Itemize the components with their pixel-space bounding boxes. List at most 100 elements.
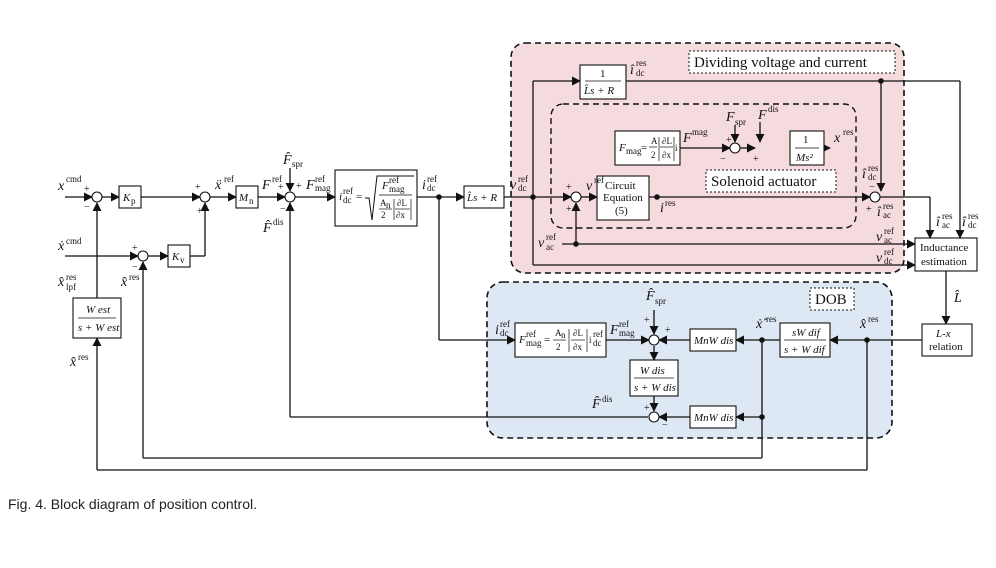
- svg-text:=: =: [356, 191, 362, 203]
- svg-text:ac: ac: [546, 242, 554, 252]
- svg-text:Circuit: Circuit: [605, 180, 636, 192]
- svg-text:res: res: [942, 211, 953, 221]
- svg-text:dc: dc: [968, 220, 977, 230]
- svg-text:−: −: [84, 202, 90, 213]
- pseudo-derivative-block: sW dif s + W dif: [779, 322, 831, 358]
- circuit-equation-block: Circuit Equation (5): [596, 175, 650, 221]
- summing-junctions: [91, 142, 881, 423]
- dividing-region-label: Dividing voltage and current: [694, 55, 868, 71]
- svg-text:v: v: [876, 230, 883, 245]
- svg-text:x̂: x̂: [120, 275, 128, 290]
- svg-text:dc: dc: [868, 172, 877, 182]
- svg-text:ẍ: ẍ: [214, 178, 222, 193]
- svg-text:Inductance: Inductance: [920, 242, 968, 254]
- svg-text:Ms²: Ms²: [795, 152, 813, 164]
- ls-r-label: L̂s + R: [466, 191, 497, 204]
- svg-text:i: i: [675, 143, 678, 153]
- mass-block: 1 Ms²: [789, 130, 825, 166]
- svg-text:F: F: [261, 178, 271, 193]
- svg-text:estimation: estimation: [921, 256, 967, 268]
- svg-text:F: F: [381, 180, 389, 192]
- svg-text:res: res: [843, 127, 854, 137]
- svg-text:ref: ref: [884, 247, 894, 257]
- svg-text:mag: mag: [626, 146, 642, 156]
- dividing-region: [510, 42, 905, 274]
- svg-text:dis: dis: [602, 394, 613, 404]
- svg-text:x̂: x̂: [69, 355, 77, 370]
- svg-text:W dis: W dis: [640, 365, 665, 377]
- svg-text:spr: spr: [292, 159, 303, 169]
- svg-text:n: n: [386, 200, 391, 210]
- svg-text:spr: spr: [735, 117, 746, 127]
- svg-text:ref: ref: [427, 174, 437, 184]
- svg-text:mag: mag: [315, 183, 331, 193]
- svg-text:+: +: [753, 154, 759, 165]
- svg-text:−: −: [869, 182, 875, 193]
- svg-text:L̂s + R: L̂s + R: [583, 84, 614, 97]
- svg-text:F̂: F̂: [591, 396, 601, 412]
- svg-text:=: =: [641, 142, 647, 154]
- svg-text:ref: ref: [343, 186, 353, 196]
- svg-text:î: î: [862, 167, 867, 182]
- svg-text:v: v: [586, 179, 593, 194]
- figure-caption: Fig. 4. Block diagram of position contro…: [8, 496, 257, 512]
- svg-text:i: i: [589, 335, 592, 345]
- svg-text:i: i: [660, 201, 664, 216]
- svg-text:(5): (5): [615, 205, 628, 217]
- svg-text:∂x: ∂x: [662, 150, 671, 160]
- dob-region-label: DOB: [815, 292, 847, 308]
- junction-dots: [436, 78, 884, 420]
- svg-text:+: +: [566, 204, 572, 215]
- svg-text:−: −: [662, 420, 668, 431]
- svg-text:−: −: [132, 262, 138, 273]
- svg-text:+: +: [644, 403, 650, 414]
- svg-text:F̂: F̂: [645, 288, 655, 304]
- svg-text:res: res: [665, 198, 676, 208]
- mnwdis-block-lower: MnW dis: [689, 405, 737, 429]
- svg-text:ref: ref: [272, 174, 282, 184]
- svg-text:î: î: [936, 215, 941, 230]
- svg-text:res: res: [66, 272, 77, 282]
- svg-text:x̂: x̂: [57, 275, 65, 290]
- svg-text:F: F: [305, 178, 315, 193]
- svg-text:res: res: [78, 352, 89, 362]
- svg-text:x: x: [57, 179, 65, 194]
- svg-text:dc: dc: [500, 328, 509, 338]
- svg-text:+: +: [296, 181, 302, 192]
- svg-text:∂L: ∂L: [397, 198, 407, 208]
- svg-text:cmd: cmd: [66, 236, 82, 246]
- svg-text:ref: ref: [526, 329, 536, 339]
- svg-text:i: i: [339, 191, 342, 203]
- svg-text:res: res: [868, 163, 879, 173]
- svg-text:F: F: [618, 142, 626, 154]
- svg-text:relation: relation: [929, 341, 963, 353]
- svg-text:+: +: [278, 182, 284, 193]
- svg-text:n: n: [561, 330, 566, 340]
- svg-text:−: −: [280, 204, 286, 215]
- svg-text:K: K: [122, 192, 131, 204]
- svg-text:ac: ac: [942, 220, 950, 230]
- svg-text:î: î: [630, 63, 635, 78]
- svg-text:dc: dc: [343, 195, 352, 205]
- svg-text:p: p: [131, 196, 136, 206]
- svg-text:F: F: [725, 110, 735, 125]
- svg-text:ac: ac: [884, 235, 892, 245]
- svg-text:dis: dis: [273, 217, 284, 227]
- svg-text:∂x: ∂x: [573, 342, 582, 352]
- svg-text:F: F: [682, 131, 692, 146]
- svg-text:ref: ref: [500, 319, 510, 329]
- svg-text:ref: ref: [619, 319, 629, 329]
- svg-text:2: 2: [651, 150, 656, 160]
- svg-text:res: res: [968, 211, 979, 221]
- inductance-estimation-block: Inductance estimation: [914, 237, 978, 272]
- svg-text:v: v: [180, 255, 185, 265]
- lx-relation-block: L-x relation: [921, 323, 973, 357]
- svg-text:dis: dis: [768, 104, 779, 114]
- svg-text:v: v: [538, 236, 545, 251]
- svg-text:dc: dc: [427, 183, 436, 193]
- svg-text:res: res: [766, 314, 777, 324]
- svg-text:ref: ref: [594, 175, 604, 185]
